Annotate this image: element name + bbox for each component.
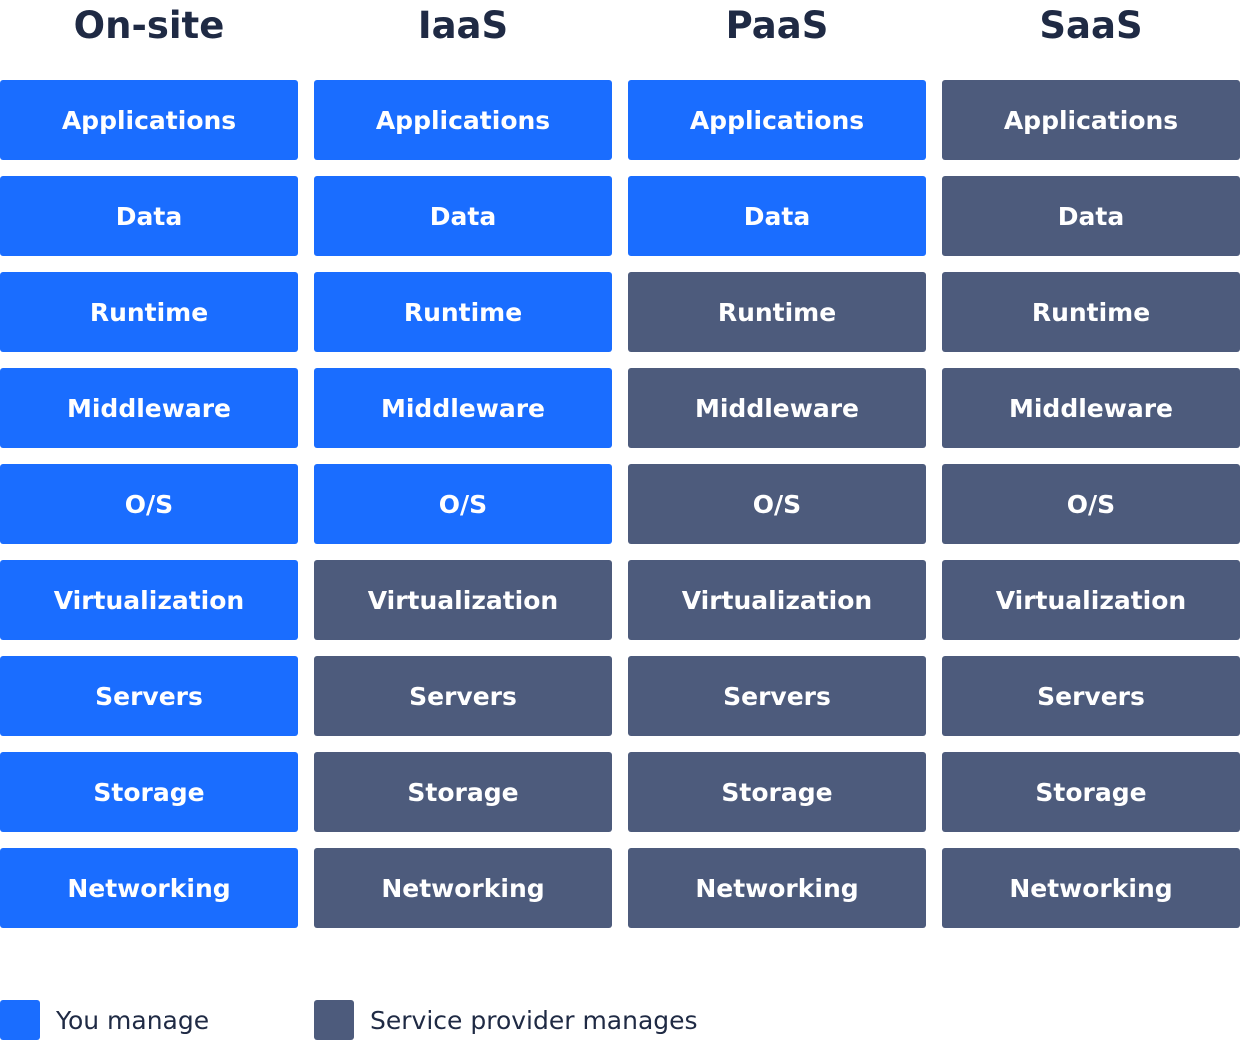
layer-o-s: O/S [314, 464, 612, 544]
layer-label: Applications [689, 105, 865, 135]
layer-o-s: O/S [942, 464, 1240, 544]
layer-label: Applications [61, 105, 237, 135]
layer-label: Servers [723, 681, 831, 711]
layer-data: Data [628, 176, 926, 256]
column-title: SaaS [1039, 4, 1143, 47]
layer-label: Middleware [380, 393, 545, 423]
layer-runtime: Runtime [942, 272, 1240, 352]
layer-label: O/S [1066, 489, 1116, 519]
layer-label: Servers [95, 681, 203, 711]
layer-runtime: Runtime [314, 272, 612, 352]
layer-middleware: Middleware [314, 368, 612, 448]
layer-networking: Networking [314, 848, 612, 928]
layer-label: Virtualization [53, 585, 245, 615]
layer-virtualization: Virtualization [0, 560, 298, 640]
layer-label: Storage [407, 777, 519, 807]
layer-label: Data [743, 201, 811, 231]
layer-networking: Networking [628, 848, 926, 928]
layer-label: Middleware [1008, 393, 1173, 423]
layer-storage: Storage [628, 752, 926, 832]
legend: You manage Service provider manages [0, 1000, 1240, 1040]
layer-label: Middleware [694, 393, 859, 423]
layer-label: O/S [752, 489, 802, 519]
layer-label: Networking [381, 873, 545, 903]
layer-runtime: Runtime [0, 272, 298, 352]
layer-data: Data [942, 176, 1240, 256]
layer-middleware: Middleware [942, 368, 1240, 448]
legend-swatch-provider-manages [314, 1000, 354, 1040]
layer-label: Applications [375, 105, 551, 135]
layer-label: Data [115, 201, 183, 231]
layer-servers: Servers [0, 656, 298, 736]
layer-runtime: Runtime [628, 272, 926, 352]
column-title: PaaS [725, 4, 829, 47]
layer-label: Runtime [1031, 297, 1151, 327]
layer-virtualization: Virtualization [942, 560, 1240, 640]
layer-label: Data [429, 201, 497, 231]
layer-label: Virtualization [995, 585, 1187, 615]
column-title: On-site [73, 4, 225, 47]
layer-label: Networking [695, 873, 859, 903]
layer-storage: Storage [942, 752, 1240, 832]
layer-data: Data [0, 176, 298, 256]
legend-swatch-you-manage [0, 1000, 40, 1040]
layer-label: Virtualization [681, 585, 873, 615]
layer-label: Storage [1035, 777, 1147, 807]
layer-label: O/S [438, 489, 488, 519]
layer-middleware: Middleware [628, 368, 926, 448]
layer-servers: Servers [628, 656, 926, 736]
layer-servers: Servers [942, 656, 1240, 736]
layer-label: Networking [1009, 873, 1173, 903]
layer-networking: Networking [0, 848, 298, 928]
legend-label-you-manage: You manage [56, 1005, 210, 1035]
layer-label: Runtime [89, 297, 209, 327]
layer-storage: Storage [314, 752, 612, 832]
layer-label: Networking [67, 873, 231, 903]
layer-label: Applications [1003, 105, 1179, 135]
layer-label: O/S [124, 489, 174, 519]
layer-label: Servers [1037, 681, 1145, 711]
layer-label: Storage [721, 777, 833, 807]
legend-item-you-manage: You manage [0, 1000, 209, 1040]
layer-virtualization: Virtualization [628, 560, 926, 640]
layer-applications: Applications [942, 80, 1240, 160]
layer-label: Runtime [717, 297, 837, 327]
layer-applications: Applications [314, 80, 612, 160]
layer-applications: Applications [0, 80, 298, 160]
layer-servers: Servers [314, 656, 612, 736]
layer-applications: Applications [628, 80, 926, 160]
layer-label: Servers [409, 681, 517, 711]
layer-o-s: O/S [0, 464, 298, 544]
layer-o-s: O/S [628, 464, 926, 544]
layer-storage: Storage [0, 752, 298, 832]
layer-virtualization: Virtualization [314, 560, 612, 640]
layer-label: Storage [93, 777, 205, 807]
legend-label-provider-manages: Service provider manages [370, 1005, 698, 1035]
layer-label: Data [1057, 201, 1125, 231]
layer-middleware: Middleware [0, 368, 298, 448]
layer-label: Middleware [66, 393, 231, 423]
column-title: IaaS [417, 4, 509, 47]
layer-networking: Networking [942, 848, 1240, 928]
legend-item-provider-manages: Service provider manages [314, 1000, 698, 1040]
layer-data: Data [314, 176, 612, 256]
layer-label: Virtualization [367, 585, 559, 615]
layer-label: Runtime [403, 297, 523, 327]
